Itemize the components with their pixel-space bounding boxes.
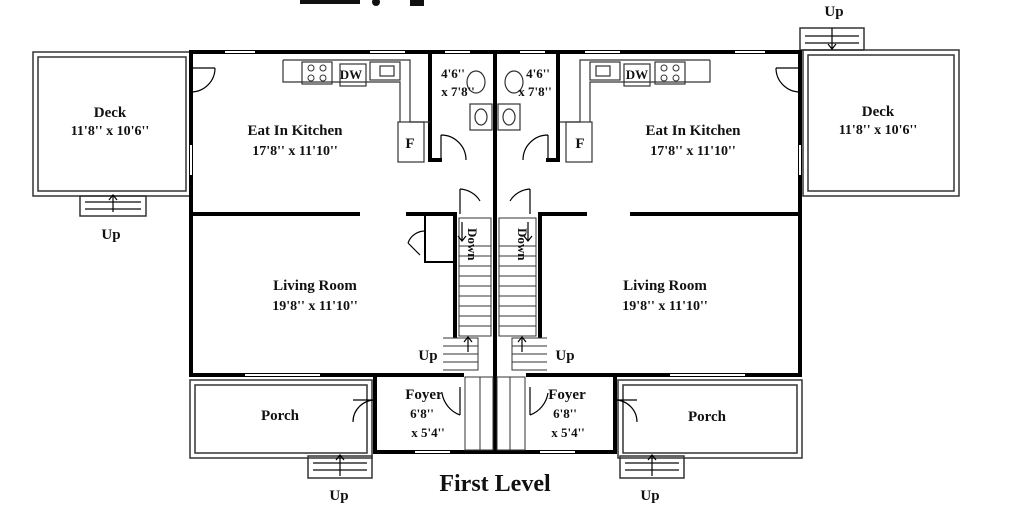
deck-right-up-label: Up [824,4,843,20]
foyer-right-dim2: x 5'4'' [551,425,585,440]
closet [424,214,455,263]
living-right-name: Living Room [623,278,707,294]
foyer-right-name: Foyer [548,387,586,403]
stair-down-right-label: Down [515,228,530,261]
living-left-name: Living Room [273,278,357,294]
bath-right-dim1: 4'6'' [526,66,550,81]
cropped-heading-fragment [300,0,424,6]
living-left-dims: 19'8'' x 11'10'' [272,299,358,314]
bath-left-dim1: 4'6'' [441,66,465,81]
bath-fixtures [466,70,524,131]
kitchen-right-dims: 17'8'' x 11'10'' [650,144,736,159]
porch-left [189,379,373,479]
kitchen-right-name: Eat In Kitchen [645,123,741,139]
stove-right [660,64,680,82]
plan-title: First Level [439,471,551,497]
porch-left-up-label: Up [329,488,348,504]
dishwasher-left-label: DW [340,67,362,82]
porch-right-name: Porch [688,409,727,425]
deck-right [799,27,960,197]
foyer-left-dim1: 6'8'' [410,406,434,421]
labels: Deck 11'8'' x 10'6'' Deck 11'8'' x 10'6'… [71,4,918,504]
windows [190,51,801,453]
porch-left-name: Porch [261,408,300,424]
door-swings [190,67,801,423]
stair-up-right-label: Up [555,348,574,364]
stair-up-left-label: Up [418,348,437,364]
kitchen-left-counter [282,59,430,163]
foyer-right-dim1: 6'8'' [553,406,577,421]
stair-arrows [108,28,837,476]
stairs [443,217,547,451]
fridge-right-label: F [575,136,584,152]
deck-left-dims: 11'8'' x 10'6'' [71,124,150,139]
deck-right-name: Deck [862,104,895,120]
living-right-dims: 19'8'' x 11'10'' [622,299,708,314]
deck-left-up-label: Up [101,227,120,243]
stove-left [307,64,327,82]
bath-right-dim2: x 7'8'' [518,84,552,99]
foyer-left-dim2: x 5'4'' [411,425,445,440]
deck-right-dims: 11'8'' x 10'6'' [839,123,918,138]
foyer-left-name: Foyer [405,387,443,403]
dishwasher-right-label: DW [626,67,648,82]
bath-left-dim2: x 7'8'' [441,84,475,99]
fridge-left-label: F [405,136,414,152]
kitchen-left-name: Eat In Kitchen [247,123,343,139]
kitchen-right-counter [560,59,711,163]
porch-right-up-label: Up [640,488,659,504]
deck-left-name: Deck [94,105,127,121]
walls [189,50,802,454]
porch-right [617,379,803,479]
kitchen-left-dims: 17'8'' x 11'10'' [252,144,338,159]
stair-down-left-label: Down [465,228,480,261]
